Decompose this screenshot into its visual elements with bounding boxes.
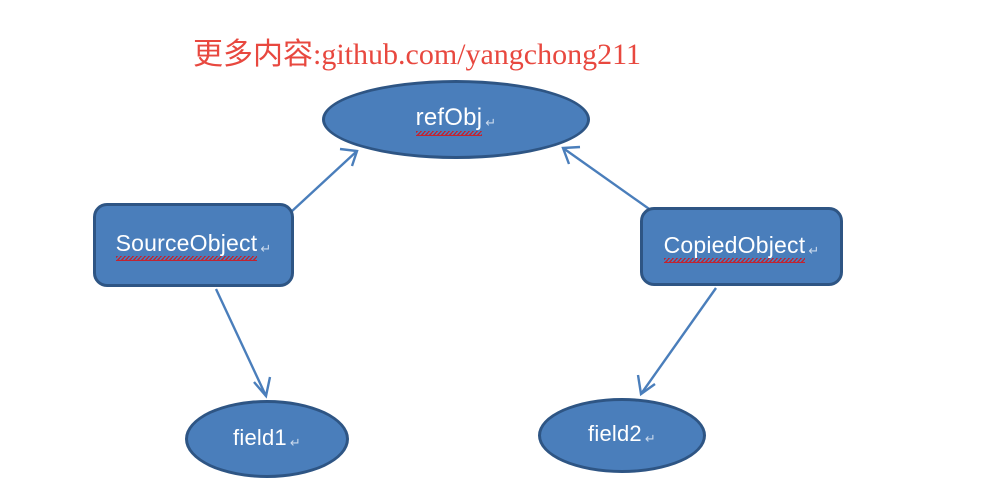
node-sourceobject-text: SourceObject: [115, 230, 258, 261]
node-copiedobject-label: CopiedObject↵: [663, 231, 820, 263]
paragraph-mark-icon: ↵: [485, 115, 497, 130]
watermark-note: 更多内容:github.com/yangchong211: [193, 38, 642, 71]
edge-copiedobject-to-refobj: [561, 145, 653, 212]
edge-sourceobject-to-refobj: [290, 147, 359, 213]
node-sourceobject[interactable]: SourceObject↵: [93, 203, 294, 287]
node-refobj-text: refObj: [415, 104, 483, 136]
node-refobj[interactable]: refObj↵: [322, 80, 590, 159]
node-copiedobject-text: CopiedObject: [663, 231, 806, 263]
node-refobj-label: refObj↵: [415, 104, 497, 136]
node-field2-label: field2↵: [588, 421, 656, 450]
node-field1-text: field1: [233, 424, 287, 450]
node-field2-text: field2: [588, 421, 642, 446]
paragraph-mark-icon: ↵: [644, 431, 656, 446]
paragraph-mark-icon: ↵: [260, 241, 272, 256]
node-field1-label: field1↵: [233, 425, 301, 454]
edge-copiedobject-to-field2: [636, 287, 717, 397]
paragraph-mark-icon: ↵: [289, 434, 301, 450]
node-field1[interactable]: field1↵: [185, 400, 349, 478]
paragraph-mark-icon: ↵: [808, 242, 820, 258]
node-field2[interactable]: field2↵: [538, 398, 706, 473]
node-copiedobject[interactable]: CopiedObject↵: [640, 207, 843, 286]
edge-sourceobject-to-field1: [214, 288, 272, 399]
node-sourceobject-label: SourceObject↵: [115, 230, 272, 261]
